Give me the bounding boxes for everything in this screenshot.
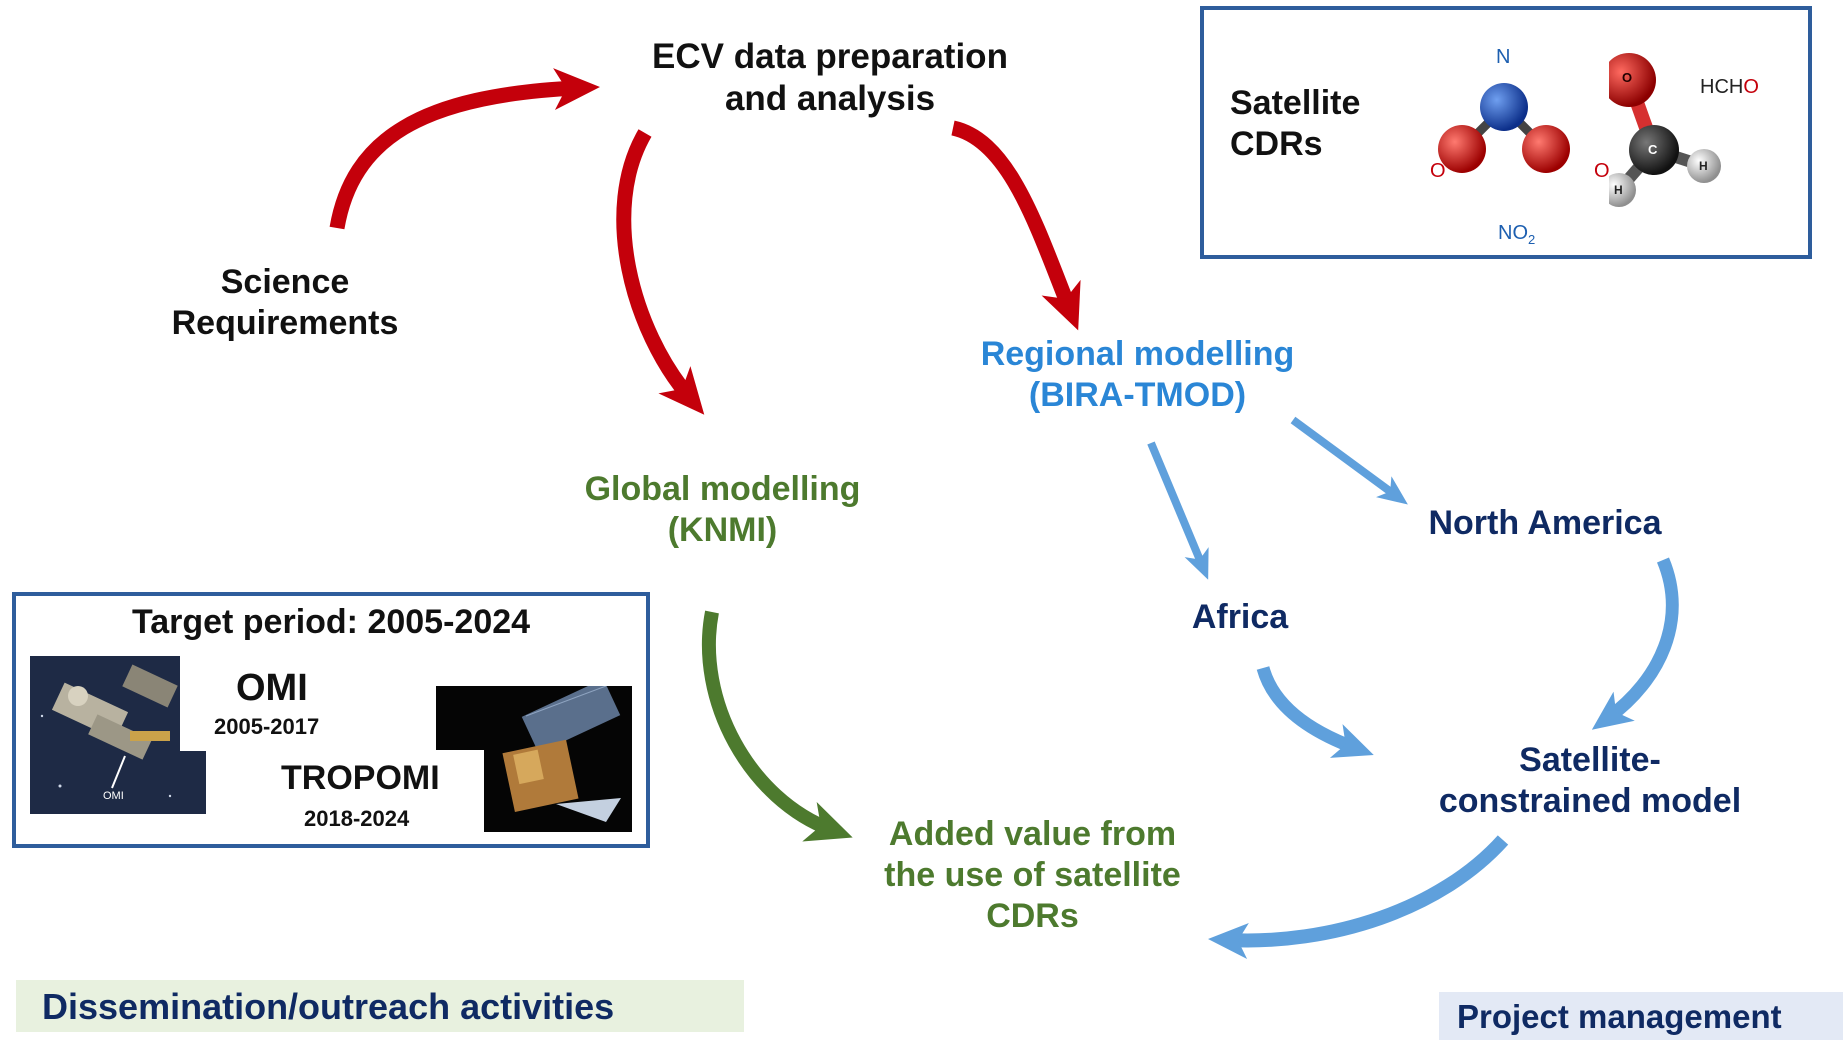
arrow-regional-to-north-america xyxy=(1290,416,1408,505)
global-line-2: (KNMI) xyxy=(667,510,778,549)
ecv-line-2: and analysis xyxy=(724,79,936,118)
hcho-formula-red: O xyxy=(1743,76,1759,98)
regional-line-1: Regional modelling xyxy=(980,335,1295,373)
added-value-line-3: CDRs xyxy=(986,896,1079,935)
project-management-band: Project management xyxy=(1439,992,1843,1040)
tropomi-satellite-image xyxy=(436,686,632,832)
north-america-node: North America xyxy=(1428,504,1662,542)
hcho-h-right-label: H xyxy=(1699,159,1708,173)
ecv-line-1: ECV data preparation xyxy=(652,37,1008,76)
constrained-line-1: Satellite- xyxy=(1519,741,1661,779)
science-line-2: Requirements xyxy=(171,303,399,342)
no2-o-right-label: O xyxy=(1594,160,1610,182)
global-modelling-node: Global modelling (KNMI) xyxy=(540,469,905,551)
hcho-o-label: O xyxy=(1622,70,1633,85)
tropomi-name: TROPOMI xyxy=(281,759,440,797)
tropomi-years: 2018-2024 xyxy=(304,806,410,831)
ecv-node: ECV data preparation and analysis xyxy=(600,36,1060,120)
no2-molecule-icon xyxy=(1438,83,1570,173)
arrow-regional-to-africa xyxy=(1147,441,1209,580)
arrow-ecv-to-regional xyxy=(950,120,1081,331)
no2-o-left-label: O xyxy=(1430,160,1446,182)
arrow-ecv-to-global xyxy=(616,129,705,415)
hcho-molecule-icon xyxy=(1609,53,1721,207)
arrow-north-america-to-constrained xyxy=(1591,557,1679,730)
added-value-line-1: Added value from xyxy=(888,815,1177,853)
satellite-cdrs-line-2: CDRs xyxy=(1230,124,1323,163)
dissemination-band: Dissemination/outreach activities xyxy=(16,980,744,1032)
no2-formula-sub: 2 xyxy=(1528,232,1536,247)
hcho-c-label: C xyxy=(1648,142,1658,157)
hcho-h-left-label: H xyxy=(1614,183,1623,197)
added-value-node: Added value from the use of satellite CD… xyxy=(850,814,1215,936)
africa-node: Africa xyxy=(1191,598,1289,636)
omi-image-label: OMI xyxy=(103,790,124,802)
constrained-line-2: constrained model xyxy=(1438,781,1742,820)
no2-formula-label: NO2 xyxy=(1498,222,1535,247)
hcho-formula-label: HCHO xyxy=(1700,76,1759,99)
science-line-1: Science xyxy=(220,263,350,301)
arrow-global-to-added-value xyxy=(701,610,853,842)
satellite-cdrs-line-1: Satellite xyxy=(1230,84,1361,122)
satellite-cdrs-title: Satellite CDRs xyxy=(1230,83,1360,165)
no2-formula-main: NO xyxy=(1498,222,1528,244)
target-period-title: Target period: 2005-2024 xyxy=(131,603,531,641)
satellite-cdrs-box: Satellite CDRs N O O NO2 O C H H xyxy=(1200,6,1812,259)
regional-modelling-node: Regional modelling (BIRA-TMOD) xyxy=(910,334,1365,416)
arrow-constrained-to-added-value xyxy=(1208,835,1509,959)
omi-satellite-image xyxy=(30,656,206,814)
regional-line-2: (BIRA-TMOD) xyxy=(1028,375,1247,414)
omi-years: 2005-2017 xyxy=(214,714,320,739)
satellite-constrained-node: Satellite- constrained model xyxy=(1390,740,1790,822)
arrow-africa-to-constrained xyxy=(1256,665,1374,758)
global-line-1: Global modelling xyxy=(584,470,861,508)
target-period-box: Target period: 2005-2024 OMI OMI 2005-20… xyxy=(12,592,650,848)
hcho-formula-black: HCH xyxy=(1700,76,1744,98)
no2-n-label: N xyxy=(1496,46,1511,68)
added-value-line-2: the use of satellite xyxy=(884,855,1181,894)
arrow-science-to-ecv xyxy=(329,68,600,230)
omi-name: OMI xyxy=(236,667,308,709)
science-requirements-node: Science Requirements xyxy=(130,262,440,344)
